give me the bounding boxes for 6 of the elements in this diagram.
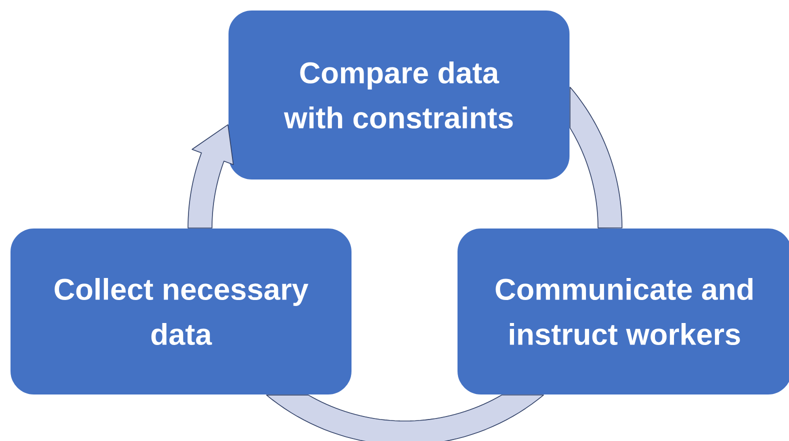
process-box: Compare data with constraints — [228, 10, 570, 180]
process-box: Collect necessary data — [10, 228, 352, 396]
arrow — [266, 394, 544, 441]
process-box: Communicate and instruct workers — [456, 228, 789, 396]
arrow — [570, 86, 622, 228]
arrow — [188, 124, 234, 228]
